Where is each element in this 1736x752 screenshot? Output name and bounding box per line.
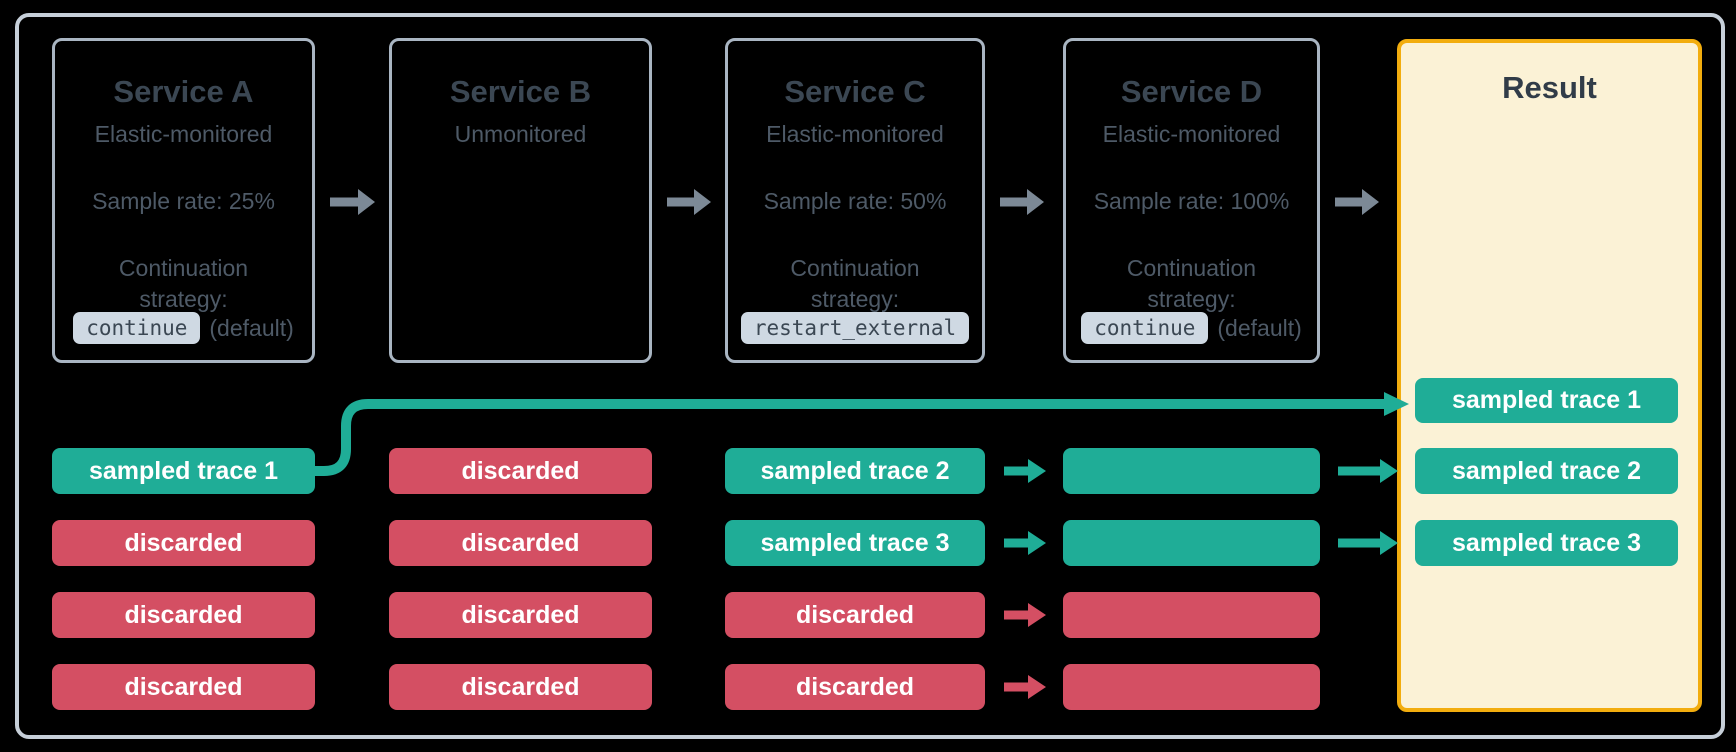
result-pill-sampled-trace-2: sampled trace 2: [1415, 448, 1678, 494]
trace-pill-c4: discarded: [725, 664, 985, 710]
service-c-title: Service C: [784, 74, 926, 109]
trace-pill-a2: discarded: [52, 520, 315, 566]
service-b-title: Service B: [449, 74, 592, 109]
result-box: Result: [1397, 39, 1702, 712]
service-b-monitoring: Unmonitored: [454, 121, 587, 147]
service-a-sample-rate: Sample rate: 25%: [92, 188, 275, 214]
service-d-continuation-label: Continuation strategy:: [1126, 255, 1257, 312]
trace-pill-c1: sampled trace 2: [725, 448, 985, 494]
trace-pill-d4: [1063, 664, 1320, 710]
service-c-monitoring: Elastic-monitored: [766, 121, 944, 147]
service-a-strategy-code: continue: [73, 312, 201, 344]
trace-pill-c2: sampled trace 3: [725, 520, 985, 566]
service-a-monitoring: Elastic-monitored: [94, 121, 273, 147]
service-d-title: Service D: [1120, 74, 1263, 109]
service-c-sample-rate: Sample rate: 50%: [763, 188, 947, 214]
result-title: Result: [1502, 70, 1597, 105]
service-a-continuation-label: Continuation strategy:: [118, 255, 249, 312]
trace-pill-b4: discarded: [389, 664, 652, 710]
trace-pill-b3: discarded: [389, 592, 652, 638]
service-a-strategy-row: continue (default): [55, 312, 312, 344]
trace-pill-a3: discarded: [52, 592, 315, 638]
trace-pill-a1: sampled trace 1: [52, 448, 315, 494]
service-c-continuation-label: Continuation strategy:: [790, 255, 920, 312]
service-d-monitoring: Elastic-monitored: [1102, 121, 1281, 147]
service-box-c: Service C Elastic-monitored Sample rate:…: [725, 38, 985, 363]
diagram-outer-frame: [15, 13, 1725, 739]
service-c-strategy-code: restart_external: [740, 312, 970, 344]
trace-pill-a4: discarded: [52, 664, 315, 710]
result-pill-sampled-trace-3: sampled trace 3: [1415, 520, 1678, 566]
service-box-a: Service A Elastic-monitored Sample rate:…: [52, 38, 315, 363]
trace-pill-b2: discarded: [389, 520, 652, 566]
service-box-b: Service B Unmonitored: [389, 38, 652, 363]
service-box-d: Service D Elastic-monitored Sample rate:…: [1063, 38, 1320, 363]
trace-pill-c3: discarded: [725, 592, 985, 638]
service-d-sample-rate: Sample rate: 100%: [1093, 188, 1290, 214]
trace-pill-b1: discarded: [389, 448, 652, 494]
trace-pill-d2: [1063, 520, 1320, 566]
service-c-strategy-row: restart_external: [728, 312, 982, 344]
service-d-strategy-code: continue: [1081, 312, 1209, 344]
trace-pill-d1: [1063, 448, 1320, 494]
trace-pill-d3: [1063, 592, 1320, 638]
service-a-title: Service A: [113, 74, 254, 109]
service-d-strategy-suffix: (default): [1217, 314, 1302, 341]
result-pill-sampled-trace-1: sampled trace 1: [1415, 378, 1678, 423]
service-d-strategy-row: continue (default): [1066, 312, 1317, 344]
service-a-strategy-suffix: (default): [209, 314, 294, 341]
